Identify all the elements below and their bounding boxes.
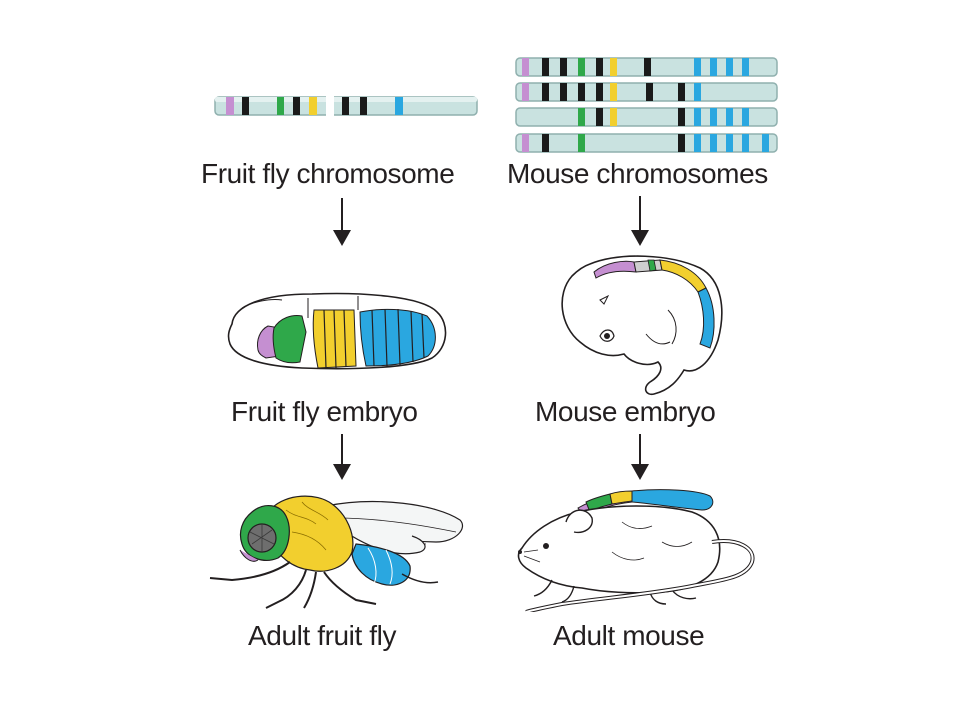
fruit-fly-embryo-label: Fruit fly embryo: [231, 396, 418, 427]
mouse-embryo: [561, 255, 723, 396]
mouse-chromosome-2: [515, 82, 778, 102]
down-arrow-icon: [333, 434, 351, 480]
mouse-chromosome-4: [515, 133, 778, 153]
down-arrow-icon: [631, 196, 649, 246]
fruit-fly-embryo: [227, 292, 447, 370]
down-arrow-icon: [631, 434, 649, 480]
mouse-embryo-label: Mouse embryo: [535, 396, 716, 427]
fruit-fly-chromosome-label: Fruit fly chromosome: [201, 158, 455, 189]
mouse-chromosome-3: [515, 107, 778, 127]
mouse-chromosomes: [515, 57, 778, 153]
adult-fruit-fly: [209, 495, 464, 609]
adult-mouse-label: Adult mouse: [553, 620, 705, 651]
adult-fruit-fly-label: Adult fruit fly: [248, 620, 397, 651]
mouse-chromosomes-label: Mouse chromosomes: [507, 158, 768, 189]
adult-mouse: [517, 489, 755, 612]
fruit-fly-chromosome: [214, 94, 478, 118]
mouse-chromosome-1: [515, 57, 778, 77]
down-arrow-icon: [333, 198, 351, 246]
